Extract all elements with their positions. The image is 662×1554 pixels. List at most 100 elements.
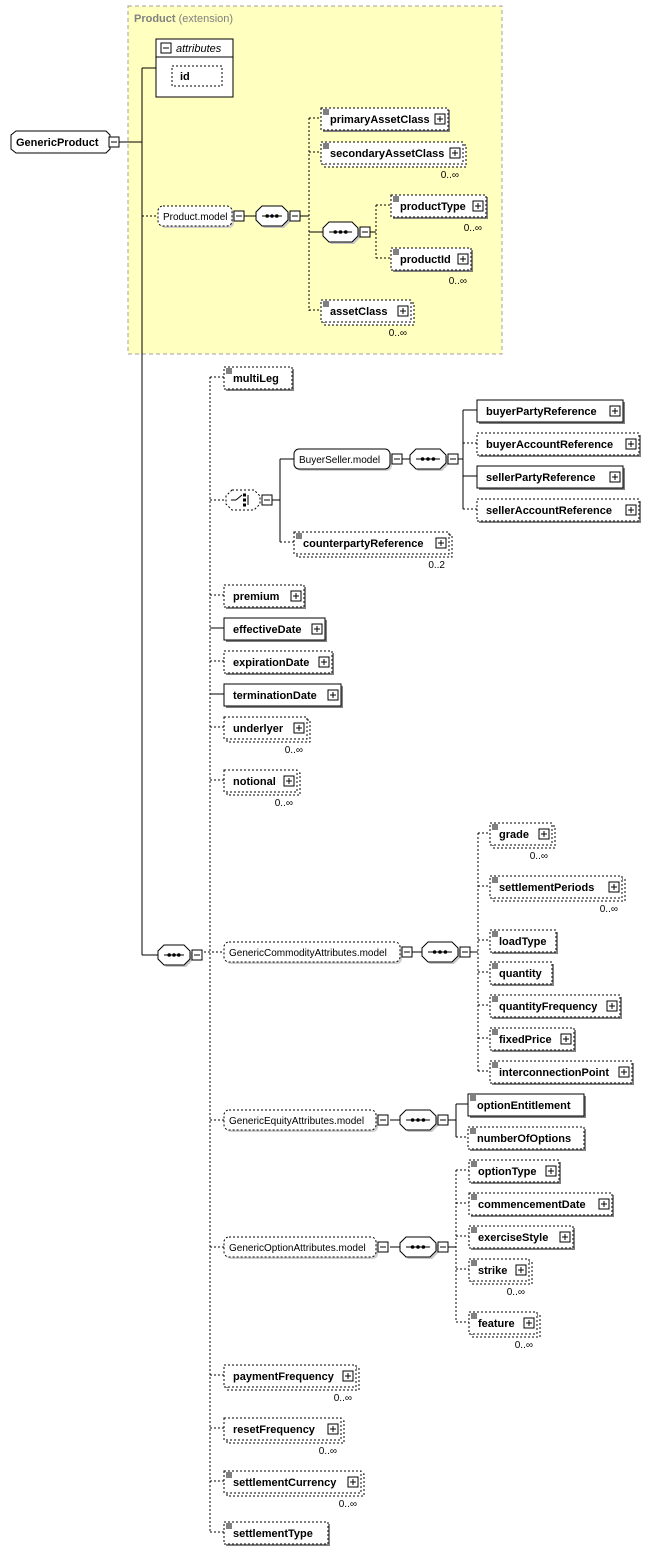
collapse-icon[interactable]: [377, 1114, 389, 1126]
group-buyer-seller-model[interactable]: BuyerSeller.model: [293, 448, 392, 471]
collapse-icon[interactable]: [289, 210, 301, 222]
collapse-icon[interactable]: [191, 949, 203, 961]
cardinality-label: 0..∞: [339, 1499, 357, 1510]
sequence-compositor-buyer-seller[interactable]: [409, 448, 448, 471]
expand-icon[interactable]: [515, 1264, 527, 1276]
expand-icon[interactable]: [608, 881, 620, 893]
expand-icon[interactable]: [559, 1231, 571, 1243]
collapse-icon[interactable]: [459, 946, 471, 958]
expand-icon[interactable]: [311, 623, 323, 635]
element-label: sellerAccountReference: [486, 505, 612, 517]
element-effective-date[interactable]: effectiveDate: [223, 617, 327, 642]
sequence-compositor-product[interactable]: [255, 205, 290, 228]
element-buyer-account-reference[interactable]: buyerAccountReference: [476, 432, 641, 457]
collapse-icon[interactable]: [447, 453, 459, 465]
collapse-icon[interactable]: [391, 453, 403, 465]
element-multi-leg[interactable]: multiLeg: [223, 366, 294, 391]
expand-icon[interactable]: [290, 590, 302, 602]
sequence-compositor-product-type[interactable]: [322, 221, 360, 244]
collapse-icon[interactable]: [160, 42, 172, 54]
collapse-icon[interactable]: [233, 210, 245, 222]
sequence-compositor-option[interactable]: [399, 1236, 438, 1259]
element-quantity[interactable]: quantity: [489, 961, 554, 986]
element-buyer-party-reference[interactable]: buyerPartyReference: [476, 399, 625, 424]
expand-icon[interactable]: [434, 113, 446, 125]
collapse-icon[interactable]: [377, 1241, 389, 1253]
group-generic-commodity-attributes-model[interactable]: GenericCommodityAttributes.model: [223, 941, 402, 964]
expand-icon[interactable]: [560, 1033, 572, 1045]
collapse-icon[interactable]: [108, 136, 120, 148]
expand-icon[interactable]: [609, 405, 621, 417]
element-label: settlementType: [233, 1528, 313, 1540]
element-number-of-options[interactable]: numberOfOptions: [467, 1126, 586, 1151]
element-seller-party-reference[interactable]: sellerPartyReference: [476, 465, 625, 490]
group-generic-equity-attributes-model[interactable]: GenericEquityAttributes.model: [223, 1109, 378, 1132]
sequence-compositor-equity[interactable]: [399, 1109, 438, 1132]
element-quantity-frequency[interactable]: quantityFrequency: [489, 994, 622, 1019]
expand-icon[interactable]: [472, 200, 484, 212]
expand-icon[interactable]: [318, 656, 330, 668]
element-exercise-style[interactable]: exerciseStyle: [468, 1225, 575, 1250]
element-expiration-date[interactable]: expirationDate: [223, 650, 334, 675]
element-label: counterpartyReference: [303, 538, 423, 550]
cardinality-label: 0..∞: [464, 223, 482, 234]
expand-icon[interactable]: [397, 305, 409, 317]
element-seller-account-reference[interactable]: sellerAccountReference: [476, 498, 641, 523]
collapse-icon[interactable]: [401, 946, 413, 958]
cardinality-label: 0..∞: [600, 904, 618, 915]
group-generic-option-attributes-model[interactable]: GenericOptionAttributes.model: [223, 1236, 378, 1259]
expand-icon[interactable]: [606, 1000, 618, 1012]
collapse-icon[interactable]: [437, 1241, 449, 1253]
collapse-icon[interactable]: [359, 226, 371, 238]
expand-icon[interactable]: [625, 504, 637, 516]
root-element-generic-product[interactable]: GenericProduct: [10, 130, 111, 154]
sequence-compositor-commodity[interactable]: [421, 941, 460, 964]
collapse-icon[interactable]: [437, 1114, 449, 1126]
expand-icon[interactable]: [523, 1317, 535, 1329]
cardinality-label: 0..∞: [530, 851, 548, 862]
expand-icon[interactable]: [435, 537, 447, 549]
group-product-model[interactable]: Product.model: [157, 205, 234, 228]
choice-compositor[interactable]: [225, 489, 261, 511]
expand-icon[interactable]: [598, 1198, 610, 1210]
expand-icon[interactable]: [283, 775, 295, 787]
element-termination-date[interactable]: terminationDate: [223, 683, 343, 708]
expand-icon[interactable]: [618, 1066, 630, 1078]
element-commencement-date[interactable]: commencementDate: [468, 1192, 614, 1217]
expand-icon[interactable]: [538, 828, 550, 840]
element-premium[interactable]: premium: [223, 584, 306, 609]
expand-icon[interactable]: [347, 1476, 359, 1488]
element-option-entitlement[interactable]: optionEntitlement: [467, 1093, 586, 1118]
expand-icon[interactable]: [449, 147, 461, 159]
expand-icon[interactable]: [457, 253, 469, 265]
element-primary-asset-class[interactable]: primaryAssetClass: [320, 107, 450, 132]
expand-icon[interactable]: [625, 438, 637, 450]
element-load-type[interactable]: loadType: [489, 929, 558, 954]
element-settlement-type[interactable]: settlementType: [223, 1521, 330, 1546]
sequence-compositor-main[interactable]: [157, 944, 192, 967]
element-option-type[interactable]: optionType: [468, 1159, 561, 1184]
element-interconnection-point[interactable]: interconnectionPoint: [489, 1060, 634, 1085]
expand-icon[interactable]: [609, 471, 621, 483]
element-fixed-price[interactable]: fixedPrice: [489, 1027, 576, 1052]
collapse-icon[interactable]: [261, 494, 273, 506]
expand-icon[interactable]: [327, 689, 339, 701]
expand-icon[interactable]: [545, 1165, 557, 1177]
expand-icon[interactable]: [293, 722, 305, 734]
expand-icon[interactable]: [327, 1423, 339, 1435]
expand-icon[interactable]: [342, 1370, 354, 1382]
